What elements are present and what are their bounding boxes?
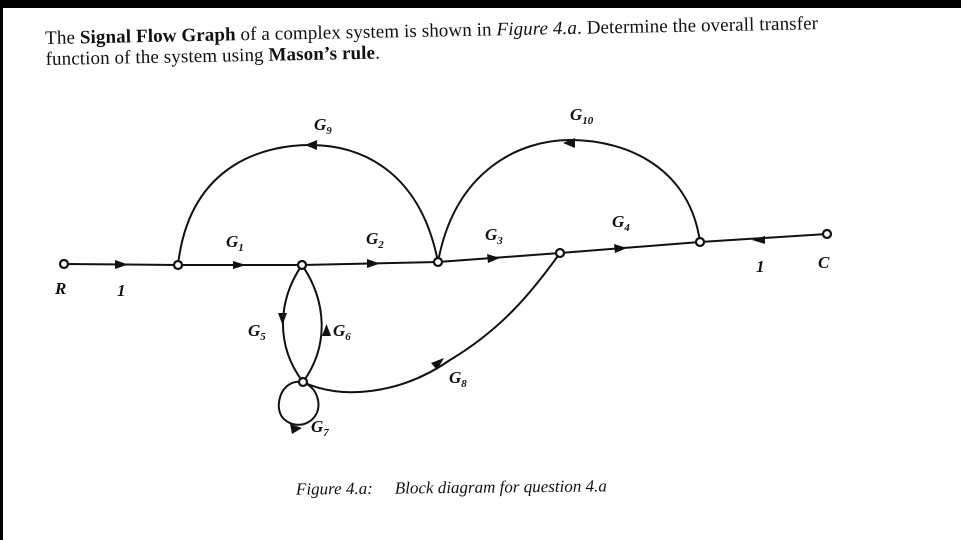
label-G4: G4	[612, 212, 630, 234]
label-G1: G1	[226, 232, 244, 254]
arrow-G7	[290, 424, 302, 434]
arrow-G2	[367, 259, 380, 268]
page-corner	[3, 8, 138, 18]
node-5	[694, 236, 706, 248]
branch-G5	[282, 264, 304, 383]
label-G5: G5	[248, 321, 266, 343]
label-G3: G3	[485, 225, 503, 247]
document-page	[3, 8, 961, 540]
node-4	[554, 247, 566, 259]
branch-G7	[277, 380, 320, 426]
arrow-G10	[563, 138, 575, 148]
node-1	[172, 259, 184, 271]
branch-G8	[302, 252, 561, 394]
arrow-G1	[233, 261, 246, 269]
arrow-G9	[305, 140, 317, 150]
label-G2: G2	[366, 229, 384, 251]
label-G6: G6	[333, 321, 351, 343]
label-one-out: 1	[756, 257, 765, 276]
label-G7: G7	[311, 417, 329, 439]
arrow-G5	[278, 313, 287, 325]
arrow-G8	[431, 358, 444, 370]
figure-title: Block diagram for question 4.a	[394, 476, 607, 498]
arrow-G4	[614, 244, 627, 253]
branch-G10	[437, 138, 701, 263]
node-2	[296, 259, 308, 271]
label-C: C	[818, 253, 830, 272]
branch-G6	[301, 264, 323, 383]
label-G8: G8	[449, 368, 467, 390]
label-G9: G9	[314, 115, 332, 137]
label-G10: G10	[570, 105, 594, 127]
label-one-in: 1	[117, 281, 126, 300]
branch-n3-n4	[437, 252, 561, 263]
figure-number: Figure 4.a:	[295, 478, 373, 499]
node-6	[297, 376, 309, 388]
arrow-1-out	[752, 236, 765, 244]
figure-caption: Figure 4.a: Block diagram for question 4.…	[296, 476, 607, 499]
label-R: R	[54, 279, 66, 298]
node-C	[821, 228, 833, 240]
node-3	[432, 256, 444, 268]
arrow-1-in	[115, 260, 128, 269]
arrow-G6	[322, 324, 331, 336]
branch-G9	[177, 143, 439, 266]
branch-n4-n5	[559, 241, 701, 254]
node-R	[58, 258, 70, 270]
arrow-G3	[487, 254, 500, 263]
